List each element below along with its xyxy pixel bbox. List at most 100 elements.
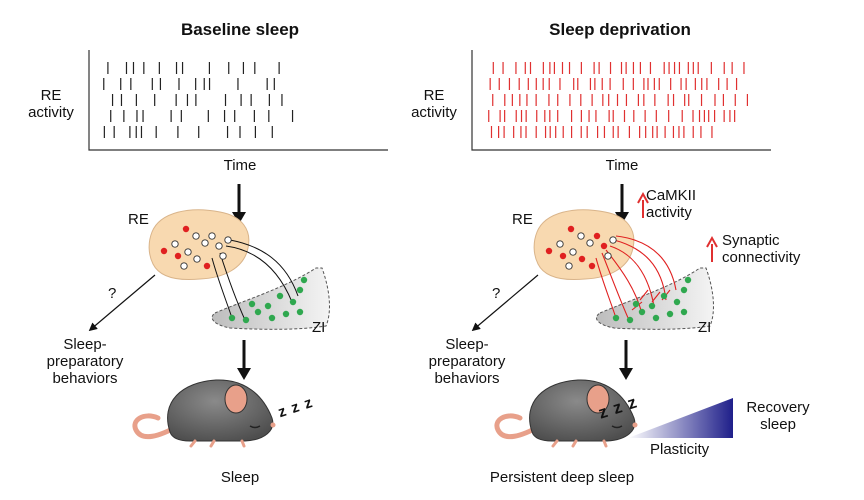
green-neuron <box>660 292 668 300</box>
sleeping-mouse-icon <box>494 379 638 448</box>
green-neuron <box>612 314 620 322</box>
re-nucleus-left <box>148 209 250 281</box>
red-neuron <box>567 225 575 233</box>
plasticity-gradient <box>628 398 733 438</box>
up-arrow-icon <box>706 235 718 262</box>
white-neuron <box>224 236 232 244</box>
white-neuron <box>184 248 192 256</box>
raster-label-right: RE activity <box>409 87 459 122</box>
synaptic-line2: connectivity <box>722 248 801 266</box>
behavior-arrow-left <box>88 274 156 332</box>
camkii-line1: CaMKII <box>646 187 697 204</box>
red-neuron <box>182 225 190 233</box>
behaviors-line3: behaviors <box>434 369 500 387</box>
re-neurons-left <box>160 225 232 270</box>
green-neuron <box>300 276 308 284</box>
projections-left <box>211 239 299 321</box>
re-label-left: RE <box>128 211 149 228</box>
raster-spikes-left <box>103 62 294 138</box>
zi-neurons-left <box>228 276 308 324</box>
recovery-line1: Recovery <box>746 399 810 416</box>
behavior-arrow-right <box>471 274 539 332</box>
question-mark-left: ? <box>108 285 117 302</box>
up-arrow-icon <box>637 191 649 218</box>
green-neuron <box>626 316 634 324</box>
green-neuron <box>684 276 692 284</box>
green-neuron <box>652 314 660 322</box>
down-arrow-icon <box>232 184 246 224</box>
white-neuron <box>565 262 573 270</box>
red-neuron <box>559 252 567 260</box>
time-axis-label-left: Time <box>223 157 257 174</box>
white-neuron <box>219 252 227 260</box>
camkii-label: CaMKII activity <box>646 187 697 222</box>
down-arrow-icon <box>237 340 251 380</box>
red-neuron <box>203 262 211 270</box>
raster-label-line1: RE <box>423 87 445 104</box>
red-neuron <box>545 247 553 255</box>
white-neuron <box>609 236 617 244</box>
green-neuron <box>680 308 688 316</box>
raster-label-line1: RE <box>40 87 62 104</box>
green-neuron <box>648 302 656 310</box>
white-neuron <box>569 248 577 256</box>
red-neuron <box>588 262 596 270</box>
question-mark-right: ? <box>492 285 501 302</box>
white-neuron <box>586 239 594 247</box>
recovery-line2: sleep <box>760 415 796 433</box>
green-neuron <box>673 298 681 306</box>
raster-axes-right <box>471 50 771 151</box>
red-neuron <box>160 247 168 255</box>
green-neuron <box>242 316 250 324</box>
white-neuron <box>215 242 223 250</box>
green-neuron <box>264 302 272 310</box>
white-neuron <box>556 240 564 248</box>
re-label-right: RE <box>512 211 533 228</box>
camkii-line2: activity <box>646 203 692 221</box>
white-neuron <box>604 252 612 260</box>
recovery-sleep-label: Recovery sleep <box>738 399 818 434</box>
synaptic-line1: Synaptic <box>722 232 780 249</box>
white-neuron <box>193 255 201 263</box>
behaviors-label-right: Sleep- preparatory behaviors <box>412 336 522 387</box>
behaviors-line1: Sleep- <box>445 336 489 353</box>
behaviors-line3: behaviors <box>52 369 118 387</box>
behaviors-label-left: Sleep- preparatory behaviors <box>30 336 140 387</box>
title-baseline-sleep: Baseline sleep <box>180 20 300 39</box>
green-neuron <box>289 298 297 306</box>
white-neuron <box>201 239 209 247</box>
green-neuron <box>268 314 276 322</box>
re-nucleus-right <box>533 209 635 281</box>
green-neuron <box>296 286 304 294</box>
raster-label-line2: activity <box>411 103 457 121</box>
green-neuron <box>276 292 284 300</box>
green-neuron <box>282 310 290 318</box>
plasticity-label: Plasticity <box>650 441 710 458</box>
zi-neurons-right <box>612 276 692 324</box>
white-neuron <box>180 262 188 270</box>
green-neuron <box>680 286 688 294</box>
green-neuron <box>248 300 256 308</box>
white-neuron <box>208 232 216 240</box>
behaviors-line2: preparatory <box>428 352 506 370</box>
raster-spikes-right <box>488 62 749 138</box>
behaviors-line1: Sleep- <box>63 336 107 353</box>
red-neuron <box>174 252 182 260</box>
behaviors-line2: preparatory <box>46 352 124 370</box>
red-neuron <box>593 232 601 240</box>
green-neuron <box>296 308 304 316</box>
green-neuron <box>666 310 674 318</box>
green-neuron <box>254 308 262 316</box>
outcome-label-right: Persistent deep sleep <box>489 469 635 486</box>
red-neuron <box>578 255 586 263</box>
white-neuron <box>192 232 200 240</box>
green-neuron <box>228 314 236 322</box>
raster-axes-left <box>88 50 388 151</box>
white-neuron <box>577 232 585 240</box>
red-neuron <box>600 242 608 250</box>
green-neuron <box>632 300 640 308</box>
zi-label-left: ZI <box>312 319 326 336</box>
green-neuron <box>638 308 646 316</box>
